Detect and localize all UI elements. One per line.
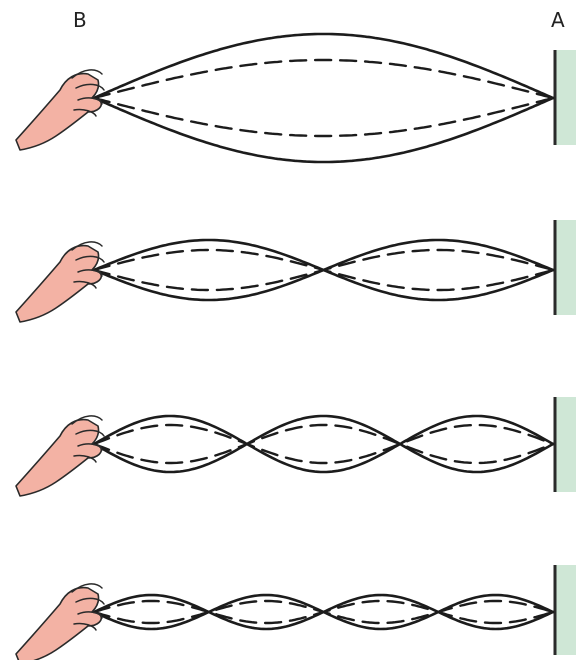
wall-icon	[555, 220, 576, 315]
string-dashed-position	[94, 60, 553, 98]
wall-icon	[555, 397, 576, 492]
wave-panel-1	[16, 34, 576, 162]
string-envelope	[94, 34, 553, 98]
string-dashed-position	[94, 98, 553, 136]
hand-icon	[16, 584, 104, 660]
string-dashed-position	[94, 425, 553, 463]
wall-icon	[555, 50, 576, 145]
string-dashed-position	[94, 250, 553, 290]
wall-icon	[555, 565, 576, 655]
string-dashed-position	[94, 425, 553, 463]
hand-icon	[16, 416, 104, 496]
wave-panel-4	[16, 565, 576, 660]
hand-icon	[16, 242, 104, 322]
wave-panel-3	[16, 397, 576, 496]
hand-icon	[16, 70, 104, 150]
string-envelope	[94, 98, 553, 162]
wave-panel-2	[16, 220, 576, 322]
string-dashed-position	[94, 601, 553, 623]
